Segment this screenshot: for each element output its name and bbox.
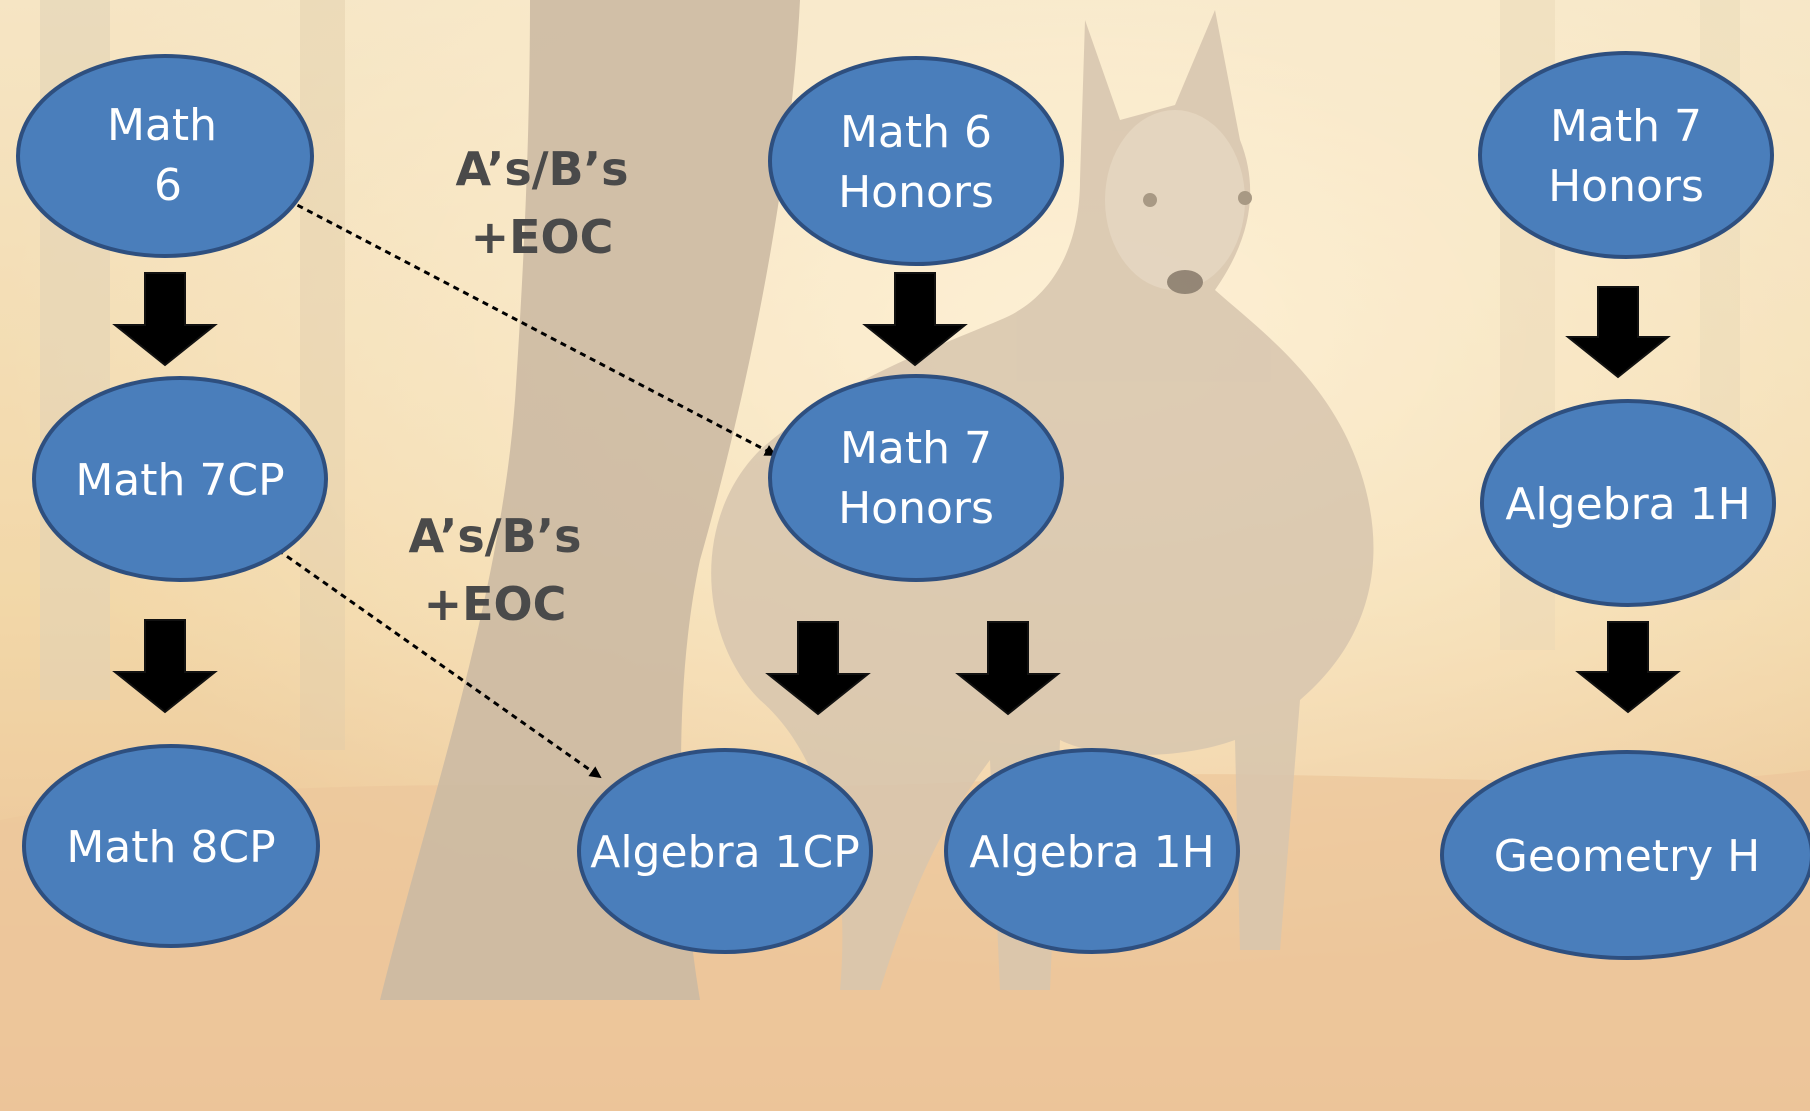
condition-line: A’s/B’s — [409, 509, 582, 563]
down-arrow-icon — [112, 272, 218, 367]
course-label: Honors — [1548, 161, 1704, 212]
course-label: Algebra 1H — [969, 827, 1214, 878]
down-arrow-icon — [862, 272, 968, 367]
course-math-7cp: Math 7CP — [32, 376, 328, 582]
arrows — [112, 272, 1681, 716]
condition-line: A’s/B’s — [456, 142, 629, 196]
tree-trunk — [380, 0, 800, 1000]
down-arrow-icon — [765, 621, 871, 716]
course-label: Geometry H — [1494, 831, 1760, 882]
course-math-6-honors: Math 6 Honors — [768, 56, 1064, 266]
course-label: Honors — [838, 167, 994, 218]
dotted-arrow — [277, 193, 777, 457]
course-label: Math 6 — [840, 107, 992, 158]
down-arrow-icon — [1565, 286, 1671, 379]
course-geometry-h: Geometry H — [1440, 750, 1810, 960]
down-arrow-icon — [1575, 621, 1681, 714]
condition-upper: A’s/B’s +EOC — [456, 142, 629, 264]
down-arrow-icon — [955, 621, 1061, 716]
down-arrow-icon — [112, 619, 218, 714]
condition-lower: A’s/B’s +EOC — [409, 509, 582, 631]
course-label: Math 8CP — [66, 822, 275, 873]
condition-line: +EOC — [424, 577, 567, 631]
course-math-8cp: Math 8CP — [22, 744, 320, 948]
course-algebra-1cp: Algebra 1CP — [577, 748, 873, 954]
course-label: Algebra 1H — [1505, 479, 1750, 530]
course-label: Algebra 1CP — [590, 827, 860, 878]
course-math-7-honors-mid: Math 7 Honors — [768, 374, 1064, 582]
background-tree — [300, 0, 345, 750]
course-label: Math 7 — [840, 423, 992, 474]
condition-line: +EOC — [471, 210, 614, 264]
course-label: Math 7CP — [75, 455, 284, 506]
course-label: Honors — [838, 483, 994, 534]
course-algebra-1h-mid: Algebra 1H — [944, 748, 1240, 954]
acceleration-links — [277, 193, 777, 779]
course-math-7-honors-right: Math 7 Honors — [1478, 51, 1774, 259]
course-math-6: Math 6 — [16, 54, 314, 258]
course-label: Math — [107, 100, 217, 151]
course-label: Math 7 — [1550, 101, 1702, 152]
course-algebra-1h-right: Algebra 1H — [1480, 399, 1776, 607]
course-label: 6 — [154, 160, 182, 211]
